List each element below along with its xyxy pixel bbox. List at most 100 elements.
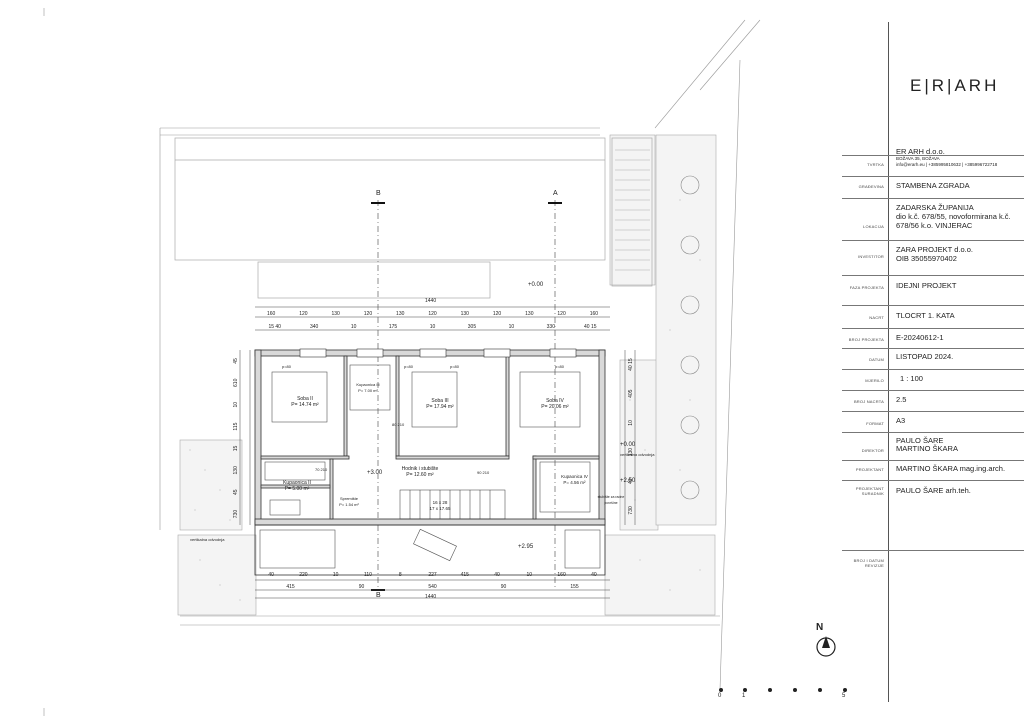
- dimension-label-bottom: 40: [591, 572, 597, 578]
- dimension-label-left: 130: [233, 466, 239, 475]
- north-label: N: [816, 622, 824, 633]
- mjerilo-label: MJERILO: [865, 378, 884, 383]
- title-block: [888, 22, 1024, 702]
- section-lines: [377, 200, 556, 590]
- lokacija-label: LOKACIJA: [863, 224, 884, 229]
- room-name: Kupaonica IV: [561, 474, 588, 479]
- nacrt-label: NACRT: [869, 315, 884, 320]
- firma-label: TVRTKA: [867, 162, 884, 167]
- section-b-top-label: B: [376, 190, 381, 197]
- p80-label: p=80: [450, 364, 460, 369]
- dimension-label-left: 730: [233, 510, 239, 519]
- room-hodnik: Hodnik i stubište P= 12.60 m²: [390, 466, 450, 478]
- dimension-label-bottom2: 90: [359, 584, 365, 590]
- dimension-label-top: 120: [364, 311, 373, 317]
- dimension-label-top: 120: [428, 311, 437, 317]
- divider: [842, 480, 1024, 481]
- divider: [842, 240, 1024, 241]
- dimension-label-top: 130: [461, 311, 470, 317]
- room-spremiste: Spremište P= 1.54 m²: [334, 496, 364, 508]
- divider: [842, 328, 1024, 329]
- room-area: P= 14.74 m²: [291, 402, 319, 408]
- dimension-label-right: 40: [628, 478, 634, 484]
- dimension-label-left: 115: [233, 422, 239, 430]
- divider: [842, 390, 1024, 391]
- dimension-label-bottom: 8: [399, 572, 402, 578]
- level-terrace-label: +2.95: [518, 544, 534, 550]
- direktor-label: DIREKTOR: [861, 448, 884, 453]
- divider: [842, 275, 1024, 276]
- investitor-line-1: ZARA PROJEKT d.o.o.: [896, 245, 973, 254]
- room-name: Soba III: [431, 398, 449, 404]
- dimension-label-right: 10: [628, 420, 634, 426]
- dimension-label-left: 10: [233, 402, 239, 408]
- dimension-label-bottom: 160: [557, 572, 566, 578]
- room-kupaonica-2: Kupaonica II P= 5.00 m²: [272, 480, 322, 492]
- p80-label: p=80: [282, 364, 292, 369]
- room-kupaonica-4: Kupaonica IV P= 4.56 m²: [552, 474, 597, 486]
- room-area: P= 1.54 m²: [339, 502, 359, 507]
- nacrt-value: TLOCRT 1. KATA: [896, 311, 955, 320]
- gradevina-value: STAMBENA ZGRADA: [896, 181, 970, 190]
- dimension-label-mid: 10: [351, 324, 357, 330]
- firma-address: BOŽAVA 35, BOŽAVA: [896, 156, 940, 161]
- dimension-label-bottom: 10: [527, 572, 533, 578]
- datum-label: DATUM: [869, 357, 884, 362]
- site-boundary: [159, 19, 761, 691]
- stair-dim-1: 16 x 28: [432, 500, 448, 505]
- broj-projekta-label: BROJ PROJEKTA: [848, 337, 884, 342]
- terrain-areas: [177, 134, 717, 616]
- dimension-label-bottom: 415: [461, 572, 470, 578]
- room-area: P= 20.06 m²: [541, 404, 569, 410]
- room-name: Soba IV: [546, 398, 564, 404]
- divider: [842, 432, 1024, 433]
- divider: [842, 550, 1024, 551]
- gradevina-label: GRAĐEVINA: [858, 184, 884, 189]
- room-name: Hodnik i stubište: [401, 466, 439, 472]
- label-stubiste-vani: stubište za radne površine: [597, 495, 625, 505]
- broj-nacrta-value: 2.5: [896, 395, 907, 404]
- room-name: Spremište: [339, 496, 358, 501]
- dimension-label-bottom: 10: [333, 572, 339, 578]
- stair-dim-2: 17 x 17.65: [429, 506, 451, 511]
- room-soba-3: Soba III P= 17.94 m²: [415, 398, 465, 410]
- divider: [842, 198, 1024, 199]
- mjerilo-value: 1 : 100: [900, 374, 923, 383]
- room-kupaonica-3: Kupaonica III P= 7.00 m²: [348, 382, 388, 394]
- investitor-label: INVESTITOR: [858, 254, 884, 259]
- room-soba-4: Soba IV P= 20.06 m²: [530, 398, 580, 410]
- door-label: 80 210: [392, 422, 405, 427]
- dimension-label-mid: 175: [389, 324, 398, 330]
- dimension-label-top: 130: [332, 311, 341, 317]
- dimension-label-top: 130: [525, 311, 534, 317]
- dimension-label-bottom: 227: [428, 572, 437, 578]
- divider: [842, 411, 1024, 412]
- room-area: P= 17.94 m²: [426, 404, 454, 410]
- room-name: Kupaonica II: [283, 480, 311, 486]
- room-soba-2: Soba II P= 14.74 m²: [280, 396, 330, 408]
- dimension-label-right: 730: [628, 506, 634, 515]
- dimension-label-top: 120: [299, 311, 308, 317]
- interior-stair: [399, 489, 506, 520]
- room-name: Soba II: [297, 396, 313, 402]
- level-right2-label: +2.50: [620, 478, 636, 484]
- dimension-label-right: 130: [628, 448, 634, 457]
- furniture: [259, 364, 601, 569]
- investitor-line-2: OIB 35055970402: [896, 254, 957, 263]
- firma-contact: info@erarh.eu | +385995810632 | +3859967…: [896, 162, 998, 167]
- dimension-label-top: 120: [557, 311, 566, 317]
- firma-name: ER ARH d.o.o.: [896, 147, 945, 156]
- company-logo: E|R|ARH: [910, 76, 1000, 95]
- dimension-label-left: 45: [233, 358, 239, 364]
- room-area: P= 12.60 m²: [406, 472, 434, 478]
- dimension-label-top: 160: [267, 311, 276, 317]
- windows: [299, 348, 577, 358]
- divider: [842, 176, 1024, 177]
- dimension-label-mid: 340: [310, 324, 319, 330]
- dimension-label-bottom2: 155: [570, 584, 579, 590]
- scale-label-1: 1: [742, 693, 746, 699]
- suradnik-value: PAULO ŠARE arh.teh.: [896, 486, 971, 495]
- format-value: A3: [896, 416, 906, 425]
- level-right-label: +0.00: [620, 442, 636, 448]
